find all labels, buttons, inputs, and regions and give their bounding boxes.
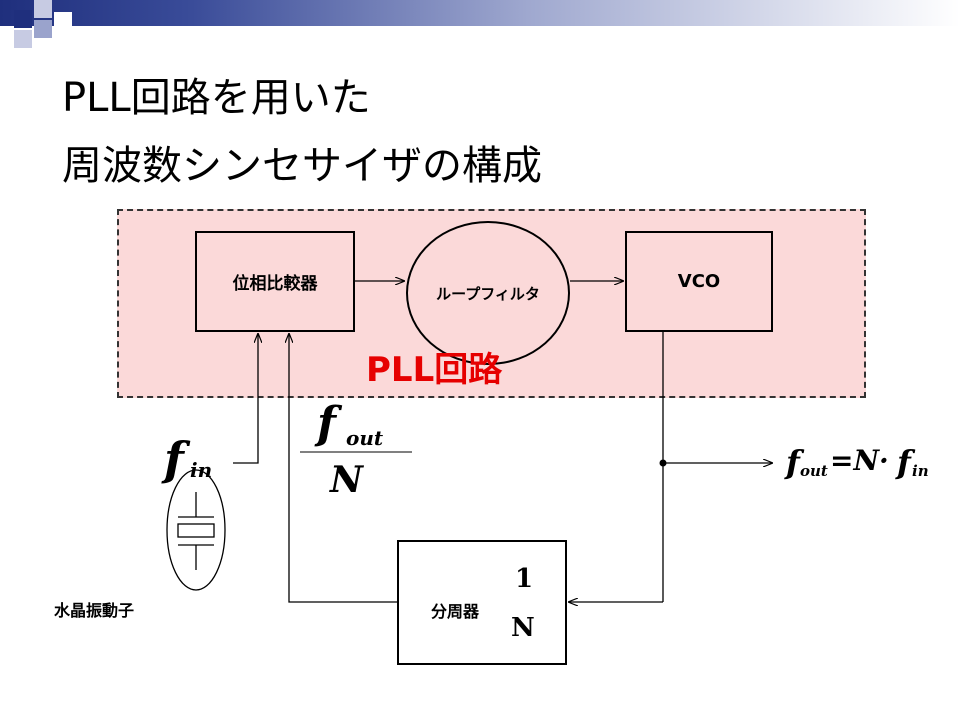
header-square-4 <box>14 30 32 48</box>
divider-fraction-numerator: 1 <box>515 564 534 594</box>
slide-title-line2: 周波数シンセサイザの構成 <box>62 143 542 189</box>
crystal-outline <box>166 469 226 591</box>
phase-comparator-label: 位相比較器 <box>232 274 318 294</box>
branch-junction-dot <box>659 459 667 467</box>
crystal-body <box>177 523 215 538</box>
slide-title-line1: PLL回路を用いた <box>62 75 371 121</box>
input-signal-sub: in <box>190 458 213 482</box>
output-eq-base: f <box>786 443 800 481</box>
arrow-reference-input <box>233 334 258 464</box>
output-eq-operator: =N· <box>830 444 889 477</box>
arrow-feedback-to-comparator <box>289 334 397 603</box>
header-square-5 <box>54 12 72 30</box>
divider-label: 分周器 <box>431 602 480 621</box>
divider-block: 分周器 1 N <box>397 540 567 665</box>
output-eq-base2: f <box>897 443 911 481</box>
phase-comparator-block: 位相比較器 <box>195 231 355 332</box>
loop-filter-block: ループフィルタ <box>406 221 570 365</box>
header-gradient-bar <box>0 0 960 26</box>
vco-block: VCO <box>625 231 773 332</box>
feedback-den: N <box>330 459 363 501</box>
divider-fraction-denominator: N <box>511 613 535 643</box>
header-square-3 <box>34 20 52 38</box>
vco-label: VCO <box>677 271 721 292</box>
feedback-num-sub: out <box>346 426 384 450</box>
pll-region-label: PLL回路 <box>366 350 503 390</box>
output-eq-sub2: in <box>912 462 929 480</box>
feedback-num-base: f <box>317 398 336 449</box>
crystal-label: 水晶振動子 <box>54 601 135 620</box>
header-square-2 <box>34 0 52 18</box>
loop-filter-label: ループフィルタ <box>436 284 540 303</box>
input-signal-base: f <box>164 432 184 486</box>
header-square-1 <box>14 10 32 28</box>
output-eq-sub: out <box>800 462 828 480</box>
